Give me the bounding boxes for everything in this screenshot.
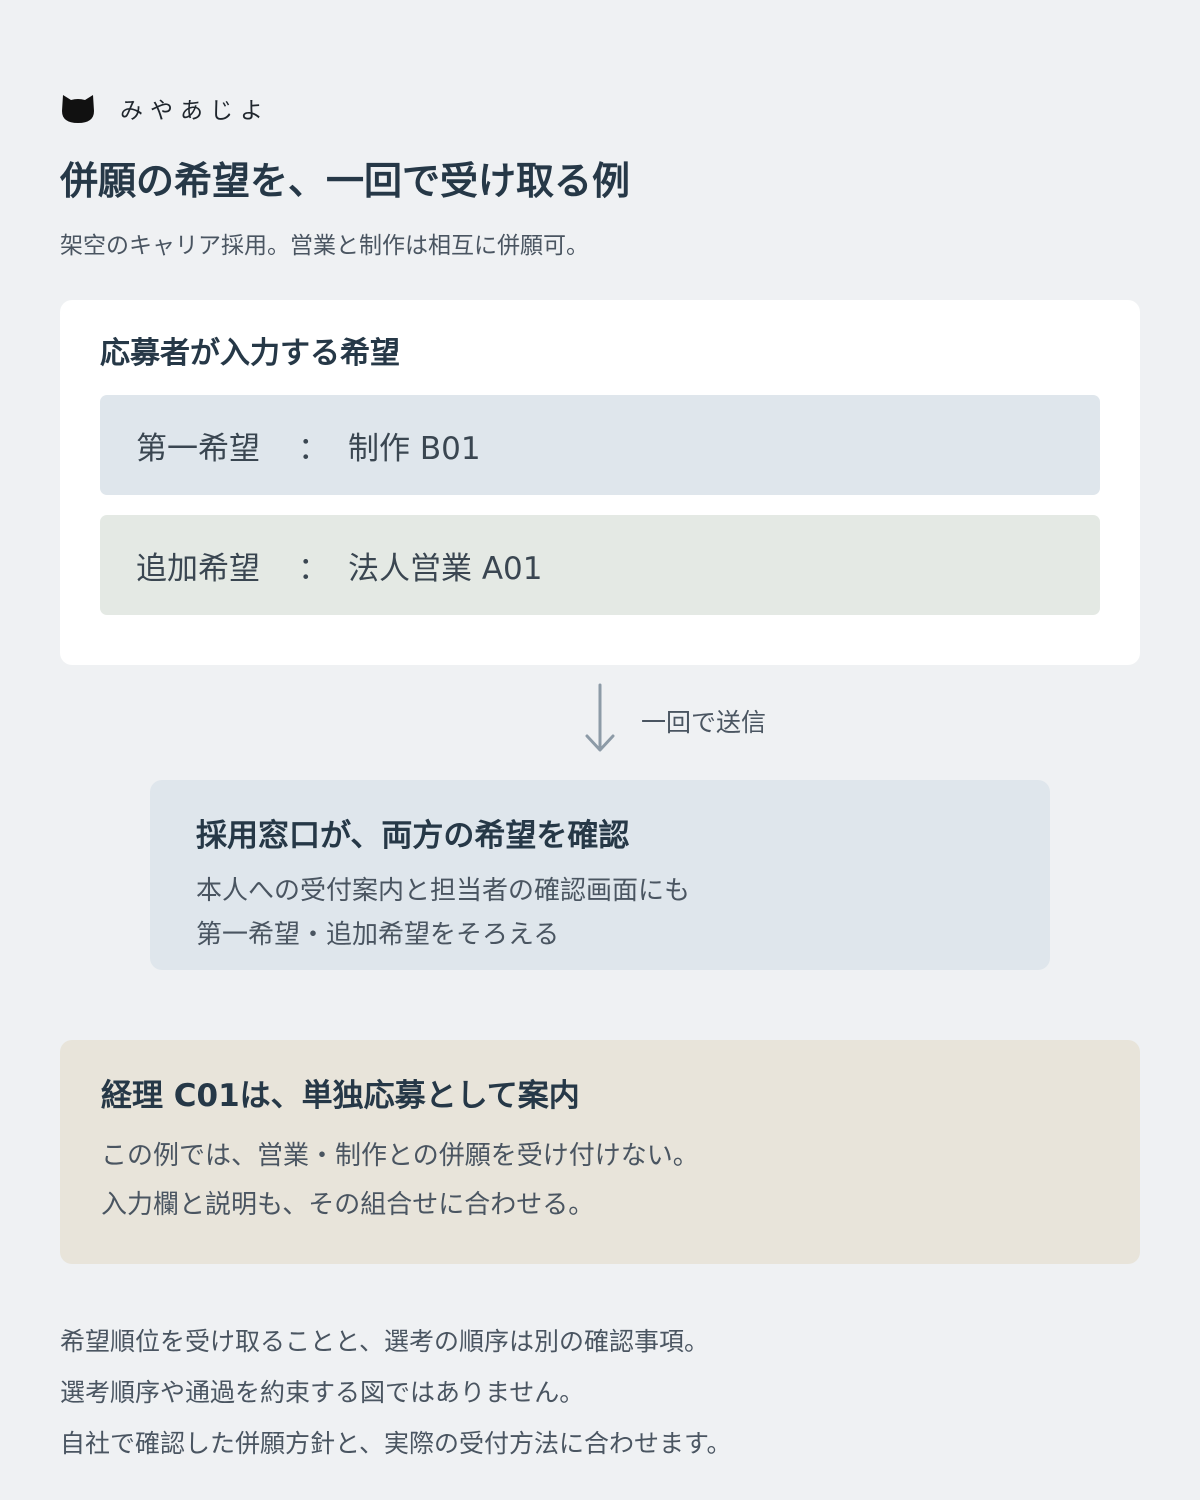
note-title: 経理 C01は、単独応募として案内 — [101, 1078, 580, 1114]
note-text-line: この例では、営業・制作との併願を受け付けない。 — [101, 1141, 699, 1171]
footer-note-line: 希望順位を受け取ることと、選考の順序は別の確認事項。 — [60, 1327, 710, 1356]
confirm-text-line: 本人への受付案内と担当者の確認画面にも — [196, 876, 691, 906]
first-choice-value: 制作 B01 — [348, 430, 481, 467]
brand-name: みやあじよ — [120, 98, 270, 124]
recruiting-confirm-box: 採用窓口が、両方の希望を確認 本人への受付案内と担当者の確認画面にも 第一希望・… — [150, 780, 1050, 970]
cat-head-icon — [62, 95, 94, 123]
send-once-label: 一回で送信 — [641, 708, 767, 737]
applicant-input-card: 応募者が入力する希望 第一希望 ： 制作 B01 追加希望 ： 法人営業 A01 — [60, 300, 1140, 665]
first-choice-colon: ： — [298, 430, 329, 467]
additional-choice-colon: ： — [298, 550, 329, 587]
footer-note-line: 選考順序や通過を約束する図ではありません。 — [60, 1378, 585, 1407]
brand: みやあじよ — [60, 88, 270, 128]
first-choice-row: 第一希望 ： 制作 B01 — [100, 395, 1100, 495]
confirm-text-line: 第一希望・追加希望をそろえる — [196, 920, 560, 950]
footer-note-line: 自社で確認した併願方針と、実際の受付方法に合わせます。 — [60, 1429, 732, 1458]
note-text-line: 入力欄と説明も、その組合せに合わせる。 — [101, 1190, 595, 1220]
additional-choice-label: 追加希望 — [136, 550, 260, 587]
additional-choice-value: 法人営業 A01 — [348, 550, 543, 587]
first-choice-label: 第一希望 — [136, 430, 260, 467]
confirm-title: 採用窓口が、両方の希望を確認 — [196, 818, 630, 854]
accounting-note-box: 経理 C01は、単独応募として案内 この例では、営業・制作との併願を受け付けない… — [60, 1040, 1140, 1264]
page-title: 併願の希望を、一回で受け取る例 — [60, 159, 631, 203]
page-subtitle: 架空のキャリア採用。営業と制作は相互に併願可。 — [60, 233, 589, 259]
input-card-title: 応募者が入力する希望 — [100, 336, 400, 371]
additional-choice-row: 追加希望 ： 法人営業 A01 — [100, 515, 1100, 615]
down-arrow-icon — [585, 683, 615, 752]
